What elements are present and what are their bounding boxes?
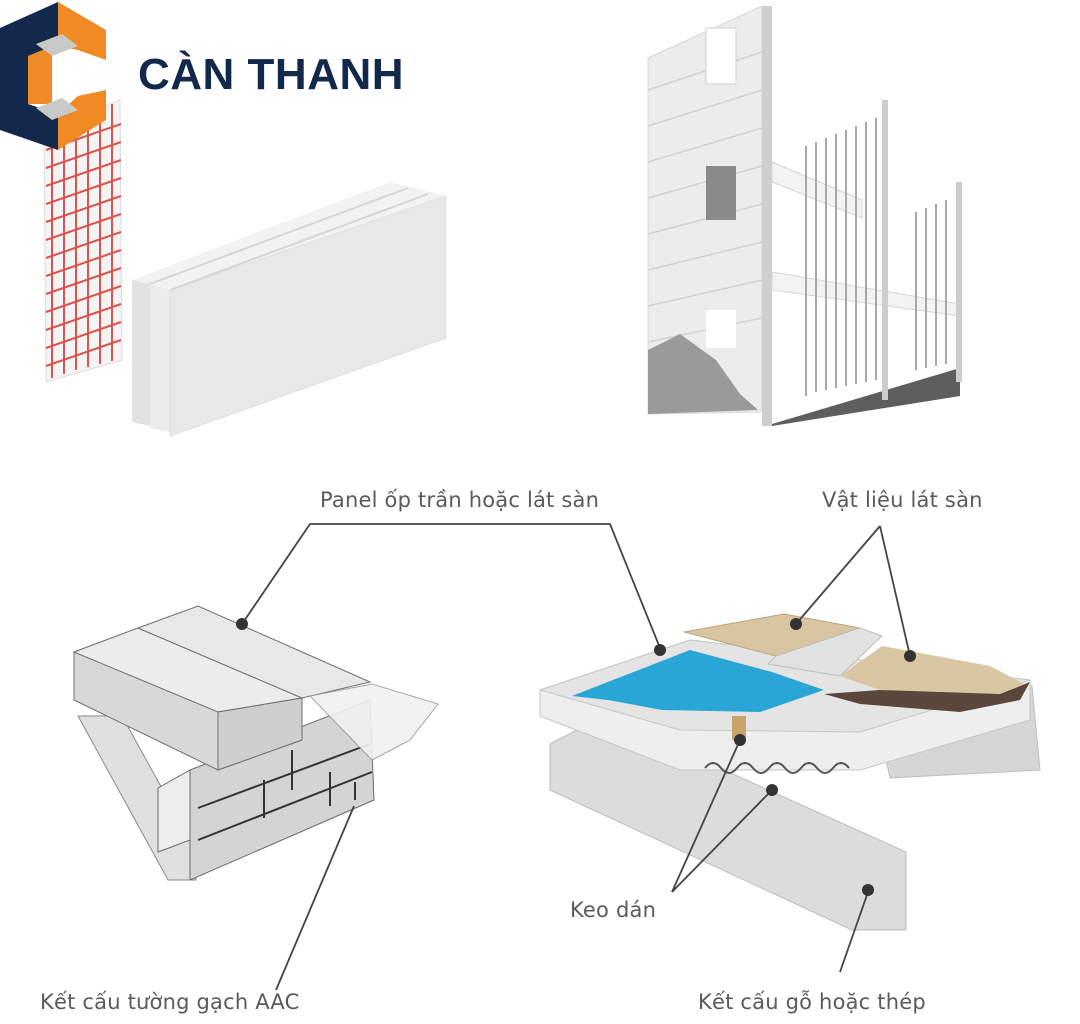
c-block-logo-icon: [0, 2, 106, 150]
aac-panels-illustration: [132, 182, 447, 437]
callout-leaders: [241, 523, 911, 991]
floor-system-illustration: [538, 613, 1041, 931]
label-flooring: Vật liệu lát sàn: [822, 488, 983, 512]
mesh-panel-illustration: [43, 99, 123, 383]
label-panel: Panel ốp trần hoặc lát sàn: [320, 488, 600, 512]
aac-building-illustration: [647, 5, 962, 426]
label-aac-wall: Kết cấu tường gạch AAC: [40, 990, 300, 1014]
aac-wall-floor-illustration: [72, 605, 439, 881]
label-wood-steel: Kết cấu gỗ hoặc thép: [698, 990, 926, 1014]
label-adhesive: Keo dán: [570, 898, 657, 922]
callout-dots: [236, 618, 916, 896]
brand-name: CÀN THANH: [138, 50, 405, 99]
